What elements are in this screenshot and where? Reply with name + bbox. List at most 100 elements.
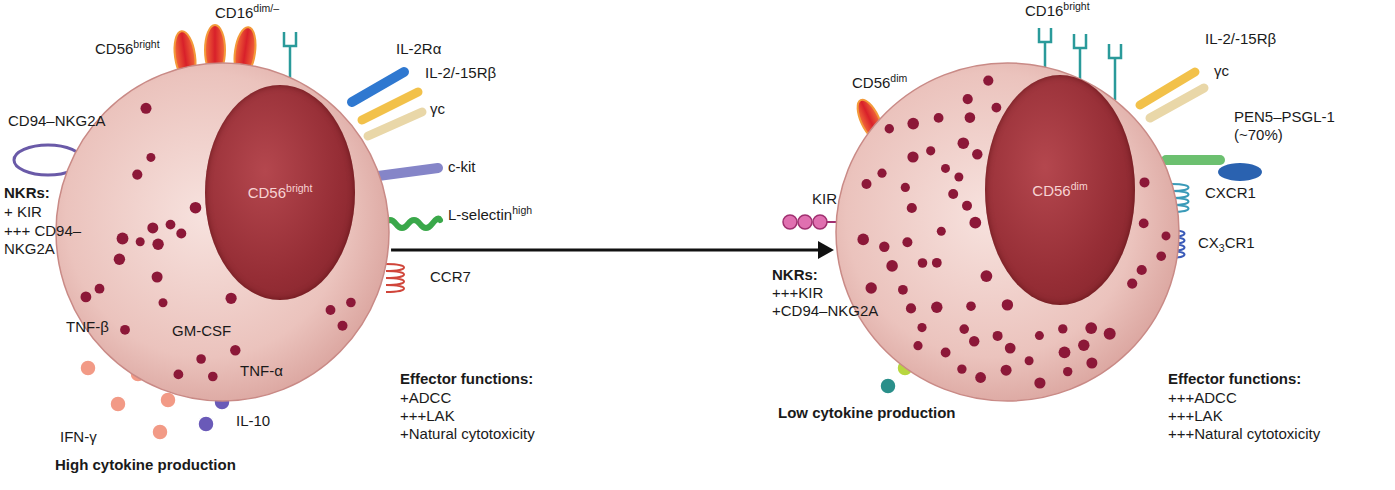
marker-label: IL-2/-15Rβ bbox=[425, 64, 496, 82]
granule bbox=[95, 284, 105, 294]
marker-label: +++Natural cytotoxicity bbox=[1168, 425, 1320, 443]
granule bbox=[1058, 324, 1067, 333]
heading-label: Effector functions: bbox=[400, 370, 533, 388]
marker-label: +++ CD94– NKG2A bbox=[4, 222, 92, 258]
granule bbox=[1139, 219, 1149, 229]
granule bbox=[913, 341, 922, 350]
superscript: bright bbox=[133, 38, 159, 50]
granule bbox=[907, 151, 918, 162]
granule bbox=[902, 237, 912, 247]
node-label: CD56dim bbox=[1032, 182, 1087, 199]
granule bbox=[917, 323, 926, 332]
granule bbox=[141, 103, 152, 114]
granule bbox=[866, 282, 877, 293]
node-label: CD56bright bbox=[248, 184, 313, 201]
granule bbox=[159, 298, 168, 307]
granule bbox=[1085, 322, 1097, 334]
marker-label: CX3CR1 bbox=[1198, 234, 1255, 252]
granule bbox=[879, 242, 889, 252]
granule bbox=[176, 229, 186, 239]
cell-outline bbox=[56, 63, 389, 401]
granule bbox=[1104, 328, 1116, 340]
granule bbox=[147, 222, 158, 233]
granule bbox=[346, 298, 356, 308]
granule bbox=[1005, 343, 1016, 354]
granule bbox=[877, 169, 886, 178]
granule bbox=[966, 301, 976, 311]
granule bbox=[969, 336, 979, 346]
granule bbox=[931, 302, 942, 313]
heading-label: Effector functions: bbox=[1168, 370, 1301, 388]
granule bbox=[898, 285, 908, 295]
marker-label: CCR7 bbox=[430, 268, 471, 286]
arrow-head bbox=[818, 241, 834, 259]
heading-label: Low cytokine production bbox=[778, 404, 956, 422]
granule bbox=[975, 372, 986, 383]
subscript: 3 bbox=[1219, 242, 1225, 254]
granule bbox=[918, 258, 928, 268]
granule bbox=[941, 164, 950, 173]
granule bbox=[958, 137, 970, 149]
granule bbox=[932, 258, 942, 268]
arrow-connector bbox=[391, 241, 834, 259]
granule bbox=[1035, 331, 1044, 340]
granule bbox=[901, 183, 910, 192]
granule bbox=[1140, 177, 1150, 187]
granule bbox=[992, 103, 1002, 113]
granule bbox=[969, 217, 981, 229]
granule bbox=[948, 189, 958, 199]
granule bbox=[136, 237, 145, 246]
marker-label: + KIR bbox=[4, 203, 42, 221]
marker-label: IFN-γ bbox=[60, 428, 97, 446]
marker-label: CD16bright bbox=[1025, 2, 1090, 20]
granule bbox=[1127, 279, 1137, 289]
arrow-line bbox=[391, 249, 820, 252]
granule bbox=[941, 348, 951, 358]
granule bbox=[963, 94, 973, 104]
granule bbox=[326, 305, 336, 315]
granule bbox=[1059, 346, 1071, 358]
granule bbox=[885, 124, 894, 133]
granule bbox=[862, 179, 872, 189]
marker-label: L-selectinhigh bbox=[448, 206, 532, 224]
granule bbox=[1156, 251, 1166, 261]
nk-cell: CD56dim bbox=[835, 62, 1180, 402]
heading-label: High cytokine production bbox=[55, 456, 236, 474]
granule bbox=[1034, 377, 1045, 388]
granule bbox=[174, 370, 184, 380]
marker-label: CD94–NKG2A bbox=[8, 112, 106, 130]
granule bbox=[954, 173, 963, 182]
marker-label: TNF-β bbox=[66, 318, 109, 336]
superscript: dim/– bbox=[253, 2, 279, 14]
marker-label: CD16dim/– bbox=[215, 4, 279, 22]
marker-label: IL-2/-15Rβ bbox=[1205, 30, 1276, 48]
superscript: dim bbox=[890, 72, 907, 84]
marker-label: +++KIR bbox=[772, 284, 823, 302]
cell-nucleus: CD56bright bbox=[205, 85, 355, 300]
granule bbox=[1002, 299, 1013, 310]
superscript: bright bbox=[286, 182, 312, 194]
granule bbox=[907, 118, 919, 130]
granule bbox=[957, 364, 966, 373]
granule bbox=[965, 112, 976, 123]
granule bbox=[81, 292, 92, 303]
marker-label: c-kit bbox=[448, 158, 476, 176]
granule bbox=[983, 76, 993, 86]
cell-nucleus: CD56dim bbox=[985, 75, 1135, 305]
granule bbox=[208, 372, 218, 382]
granule bbox=[1086, 358, 1097, 369]
granule bbox=[196, 354, 206, 364]
granule bbox=[132, 170, 142, 180]
marker-label: CD56bright bbox=[95, 40, 160, 58]
marker-label: γc bbox=[1214, 62, 1229, 80]
marker-label: TNF-α bbox=[240, 362, 283, 380]
granule bbox=[906, 303, 916, 313]
granule bbox=[972, 149, 982, 159]
granule bbox=[152, 239, 163, 250]
marker-label: GM-CSF bbox=[172, 322, 231, 340]
granule bbox=[190, 202, 202, 214]
granule bbox=[226, 293, 237, 304]
marker-label: CXCR1 bbox=[1205, 184, 1256, 202]
granule bbox=[926, 146, 935, 155]
